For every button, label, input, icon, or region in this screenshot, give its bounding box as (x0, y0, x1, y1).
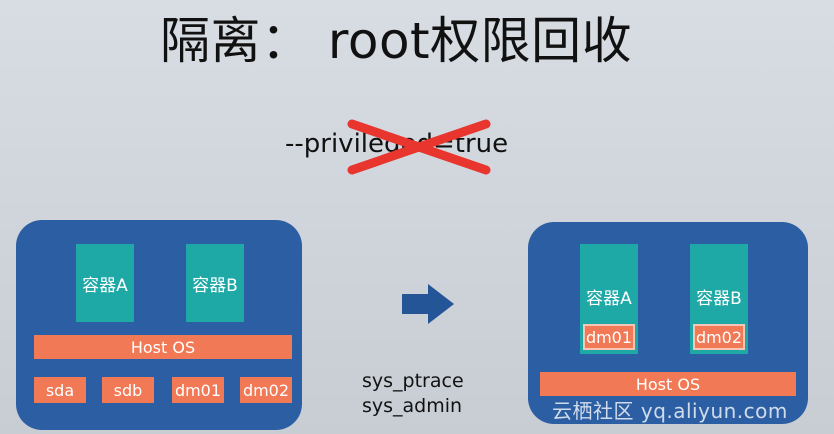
slide-title: 隔离： root权限回收 (160, 12, 633, 70)
site-watermark: 云栖社区 yq.aliyun.com (552, 399, 788, 423)
right-arrow-icon (402, 284, 454, 324)
host-os-bar: Host OS (34, 335, 292, 359)
before-host-panel: 容器A 容器B Host OS sda sdb dm01 dm02 (16, 220, 302, 430)
device-dm01: dm01 (172, 377, 224, 403)
container-b-box: 容器B (186, 244, 244, 322)
mapped-device-dm01: dm01 (583, 324, 635, 350)
capability-sys-ptrace: sys_ptrace (362, 370, 464, 392)
mapped-device-dm02: dm02 (693, 324, 745, 350)
red-x-cross-icon (347, 119, 491, 175)
container-a-box: 容器A (76, 244, 134, 322)
device-dm02: dm02 (240, 377, 292, 403)
disk-sda: sda (34, 377, 86, 403)
capability-sys-admin: sys_admin (362, 395, 463, 417)
after-host-panel: 容器A 容器B dm01 dm02 Host OS (528, 222, 808, 424)
disk-sdb: sdb (102, 377, 154, 403)
host-os-bar: Host OS (540, 372, 796, 396)
